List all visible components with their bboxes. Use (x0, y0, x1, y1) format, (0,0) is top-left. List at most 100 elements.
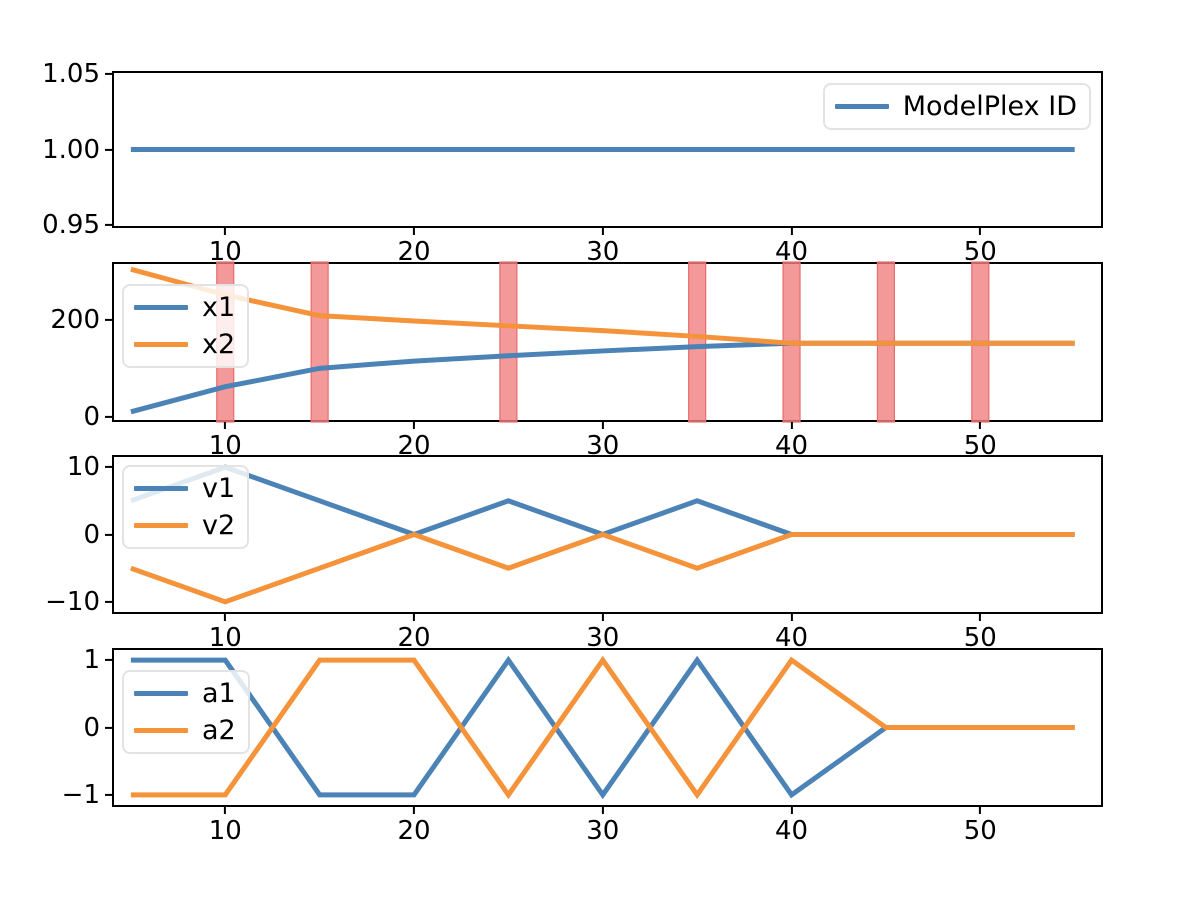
y-tick-label: 0 (83, 712, 100, 743)
legend-entry-v1: v1 (134, 475, 235, 502)
series-line-x1 (130, 340, 1075, 415)
x-tick-label: 20 (397, 237, 431, 267)
violation-band (499, 261, 518, 423)
legend-swatch-x2 (134, 342, 188, 347)
y-tick-label: 1.05 (42, 59, 100, 90)
y-tick-label: 0 (83, 519, 100, 550)
series-line-v1 (130, 464, 1075, 538)
legend-label-x2: x2 (202, 329, 236, 360)
x-tick-mark (224, 228, 227, 235)
x-tick-label: 50 (963, 237, 997, 267)
legend-entry-x2: x2 (134, 331, 235, 358)
x-tick-label: 30 (586, 237, 620, 267)
plot-area-accelerations (130, 655, 1075, 800)
x-tick-label: 30 (586, 816, 620, 846)
y-tick-mark (105, 726, 112, 729)
legend-swatch-x1 (134, 305, 188, 310)
x-tick-label: 40 (774, 237, 809, 267)
y-tick-label: −1 (61, 779, 100, 810)
x-tick-mark (601, 614, 604, 621)
legend-entry-a2: a2 (134, 717, 236, 744)
x-tick-mark (601, 228, 604, 235)
y-tick-label: 200 (50, 305, 100, 335)
x-tick-label: 50 (963, 623, 997, 653)
legend-label-ModelPlex ID: ModelPlex ID (902, 91, 1077, 122)
y-tick-label: 1 (83, 645, 100, 676)
legend-label-v2: v2 (202, 510, 236, 541)
legend-label-x1: x1 (202, 292, 236, 323)
y-tick-mark (105, 415, 112, 418)
x-tick-mark (790, 422, 793, 429)
violation-band (310, 261, 329, 423)
violation-band (688, 261, 707, 423)
x-tick-mark (790, 228, 793, 235)
legend-entry-v2: v2 (134, 512, 235, 539)
legend-swatch-a2 (134, 728, 188, 733)
y-tick-mark (105, 466, 112, 469)
x-tick-mark (601, 807, 604, 814)
x-tick-label: 10 (208, 623, 242, 653)
plot-area-velocities (130, 464, 1075, 605)
legend-swatch-v1 (134, 486, 188, 491)
y-tick-label: 1.00 (42, 134, 100, 165)
y-tick-label: 10 (66, 452, 100, 483)
y-tick-mark (105, 793, 112, 796)
x-tick-mark (979, 228, 982, 235)
y-tick-mark (105, 148, 112, 151)
x-tick-label: 50 (963, 431, 997, 461)
legend-entry-ModelPlex ID: ModelPlex ID (834, 91, 1077, 122)
legend-swatch-ModelPlex ID (834, 104, 889, 109)
x-tick-mark (224, 807, 227, 814)
legend-swatch-v2 (134, 523, 188, 528)
series-line-x2 (130, 266, 1075, 346)
legend-entry-a1: a1 (134, 680, 236, 707)
x-tick-label: 20 (397, 431, 431, 461)
x-tick-label: 30 (586, 623, 620, 653)
x-tick-label: 10 (208, 431, 242, 461)
x-tick-mark (790, 614, 793, 621)
x-tick-label: 20 (397, 623, 431, 653)
x-tick-label: 10 (208, 237, 242, 267)
x-tick-label: 20 (397, 816, 431, 846)
series-line-v2 (130, 531, 1075, 605)
x-tick-mark (224, 422, 227, 429)
x-tick-label: 30 (586, 431, 620, 461)
plot-area-positions (130, 261, 1075, 423)
y-tick-mark (105, 659, 112, 662)
legend-label-v1: v1 (202, 473, 236, 504)
y-tick-mark (105, 533, 112, 536)
y-tick-mark (105, 318, 112, 322)
x-tick-mark (412, 422, 416, 429)
y-tick-label: 0.95 (42, 209, 100, 240)
y-tick-mark (105, 223, 112, 227)
legend-swatch-a1 (134, 691, 188, 696)
legend-label-a1: a1 (202, 678, 236, 709)
legend-modelplex[interactable]: ModelPlex ID (822, 83, 1091, 130)
x-tick-mark (412, 807, 416, 814)
x-tick-mark (412, 228, 416, 235)
legend-label-a2: a2 (202, 715, 236, 746)
y-tick-mark (105, 72, 112, 76)
series-line-a2 (130, 655, 1075, 800)
x-tick-mark (979, 422, 982, 429)
plot-area-modelplex (130, 147, 1075, 152)
y-tick-label: 0 (83, 401, 100, 432)
x-tick-mark (601, 422, 604, 429)
x-tick-label: 40 (774, 623, 809, 653)
x-tick-label: 10 (208, 816, 242, 846)
y-tick-label: −10 (45, 586, 100, 617)
x-tick-label: 40 (774, 816, 809, 846)
x-tick-mark (412, 614, 416, 621)
x-tick-mark (979, 614, 982, 621)
subplot-modelplex: 0.95 1.00 1.05 10 20 30 40 50 ModelPlex ID (42, 61, 1103, 265)
legend-entry-x1: x1 (134, 294, 235, 321)
x-tick-label: 50 (963, 816, 997, 846)
x-tick-label: 40 (774, 431, 809, 461)
